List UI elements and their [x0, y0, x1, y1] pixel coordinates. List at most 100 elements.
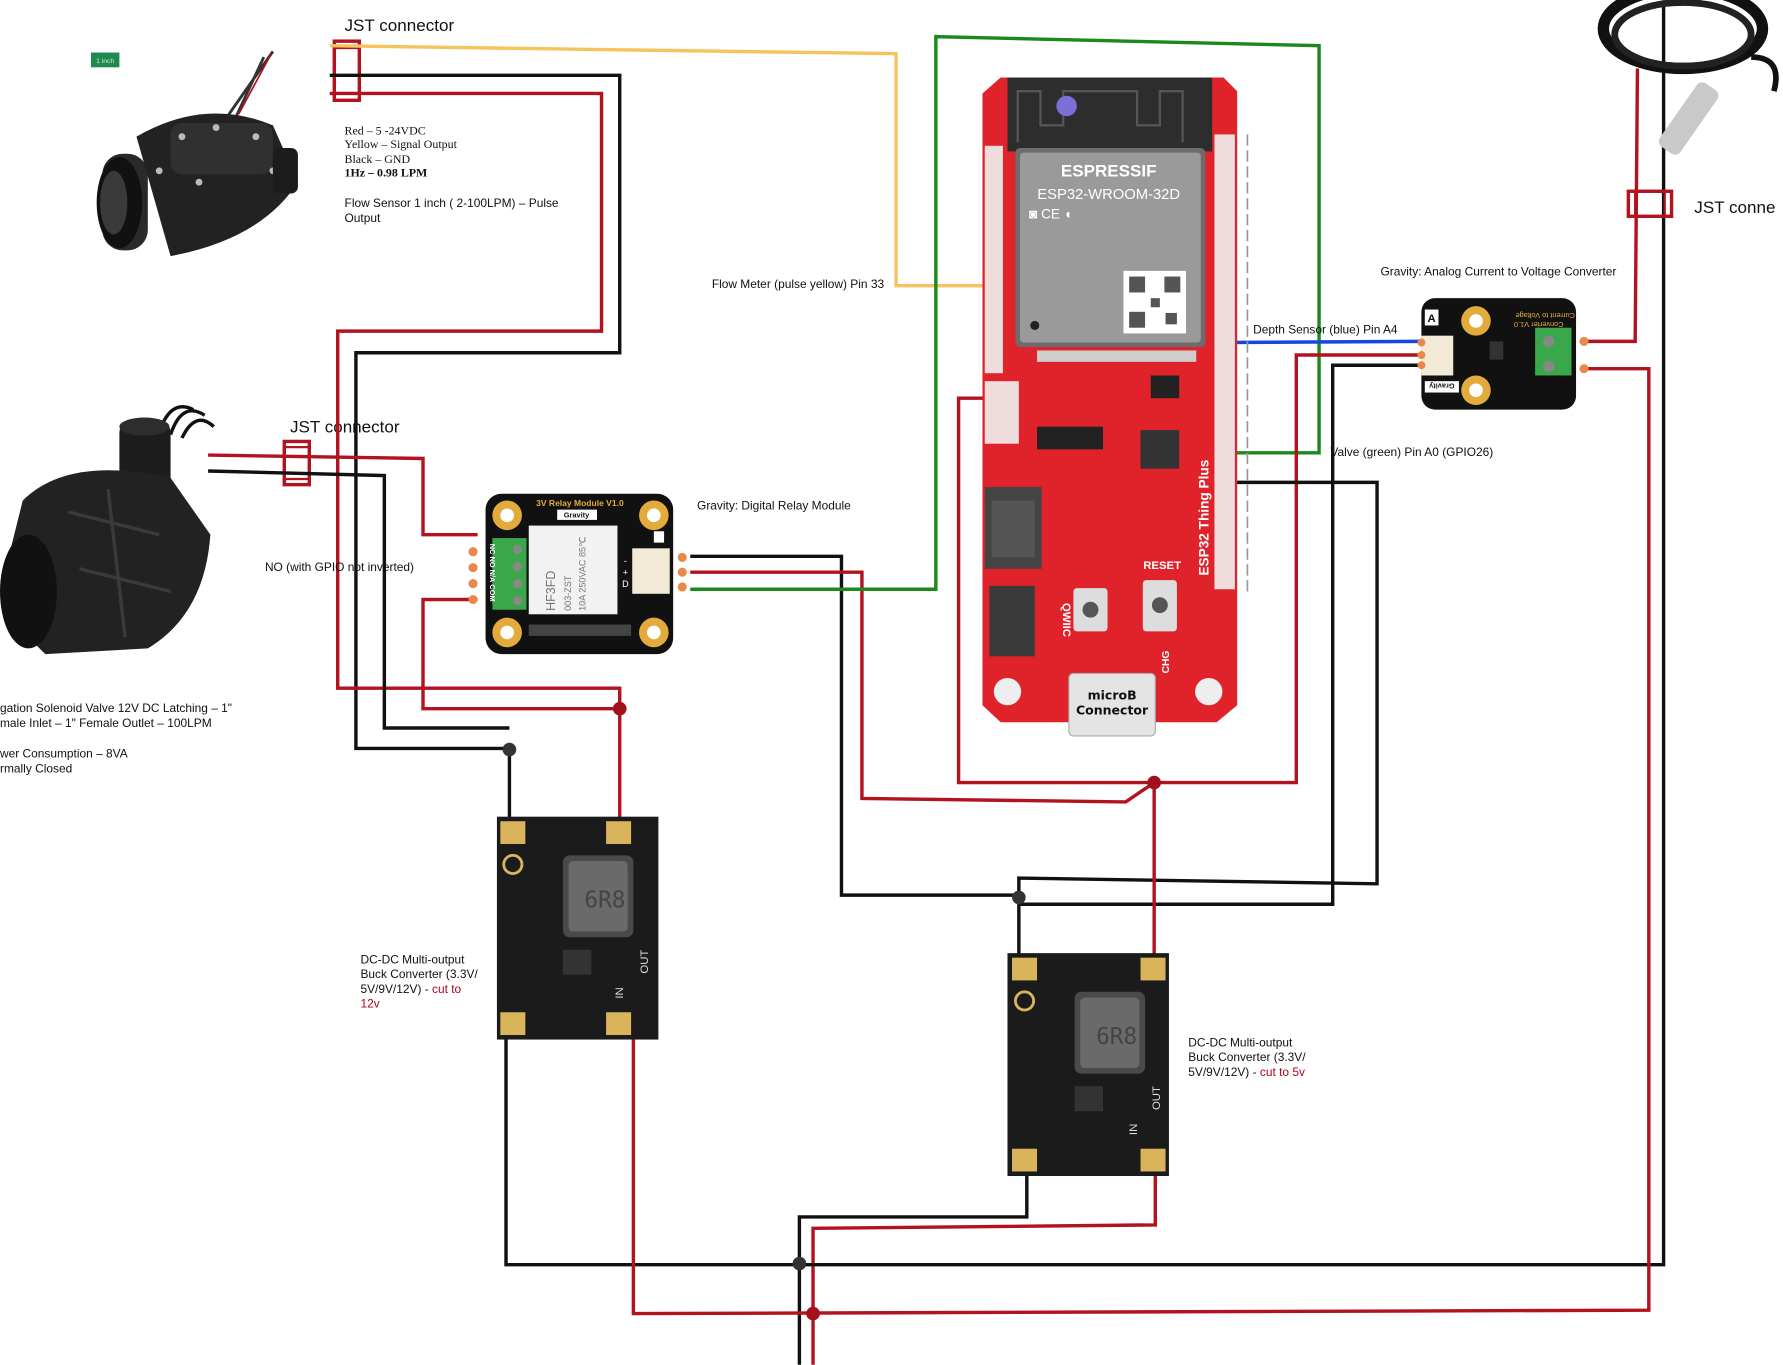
esp32-board: ESPRESSIF ESP32-WROOM-32D ◙ CE ◖ QWIIC — [982, 77, 1249, 737]
esp-board-name: ESP32 Thing Plus — [1197, 459, 1212, 575]
wire-buck5-gnd-bottom — [797, 1171, 1029, 1365]
junction-dot — [1012, 890, 1026, 905]
converter-brand: Gravity — [1428, 381, 1454, 390]
flow-pinout-yellow: Yellow – Signal Output — [345, 137, 458, 151]
relay-pin-1 — [677, 552, 687, 562]
usb-label-1: microB — [1088, 688, 1137, 703]
wire-relay-com — [421, 597, 620, 711]
converter-caption: Gravity: Analog Current to Voltage Conve… — [1380, 264, 1616, 278]
buck-converter-5v: 6R8 IN OUT — [1007, 953, 1169, 1177]
relay-board-brand: Gravity — [564, 511, 590, 520]
flow-rate: 1Hz – 0.98 LPM — [345, 165, 428, 179]
relay-board-title: 3V Relay Module V1.0 — [536, 498, 624, 508]
junction-dot — [612, 701, 627, 716]
relay-pin-3 — [677, 582, 687, 592]
esp-brand: ESPRESSIF — [1061, 161, 1157, 180]
esp-cert-marks: ◙ CE ◖ — [1029, 207, 1072, 222]
one-inch-badge-text: 1 inch — [96, 58, 114, 65]
converter-pin-a — [1417, 338, 1426, 347]
usb-label-2: Connector — [1076, 702, 1149, 717]
junction-dot — [792, 1256, 807, 1271]
flow-pinout-red: Red – 5 -24VDC — [345, 123, 426, 137]
wire-flow-vcc — [329, 91, 622, 709]
buck-converter-12v: 6R8 IN OUT — [496, 816, 659, 1040]
junction-dot — [806, 1306, 820, 1321]
relay-pin-label-plus: + — [623, 568, 628, 578]
wire-depth-signal — [1224, 339, 1422, 345]
junction-dot — [502, 742, 517, 757]
wire-esp-vusb — [956, 353, 1422, 785]
wire-flow-gnd — [329, 73, 622, 751]
solenoid-jst-label: JST connector — [290, 417, 400, 436]
solenoid-desc-2: male Inlet – 1" Female Outlet – 100LPM — [0, 716, 212, 730]
wire-converter-gnd — [1018, 363, 1422, 906]
wire-buck12-gnd-bottom — [504, 0, 1666, 1267]
buck5-cut-note: cut to 5v — [1260, 1065, 1305, 1079]
buck12-inductor: 6R8 — [584, 888, 625, 914]
junctions — [502, 701, 1161, 1321]
depth-jst-connector — [1626, 189, 1674, 218]
converter-pin-plus — [1417, 351, 1426, 359]
esp-left-pins — [984, 145, 1003, 374]
usb-connector[interactable] — [1068, 672, 1156, 737]
wire-buck12-vcc-bottom — [631, 366, 1651, 1316]
relay-module: 3V Relay Module V1.0 Gravity HF3FD 003-Z… — [468, 493, 687, 655]
buck5-out: OUT — [1151, 1086, 1163, 1110]
buck12-in: IN — [614, 987, 626, 998]
depth-pin-label: Depth Sensor (blue) Pin A4 — [1253, 322, 1398, 336]
relay-part: HF3FD — [544, 571, 558, 611]
buck12-cut-note: cut to — [432, 982, 462, 996]
relay-terminal-labels: NC NO N/A COM — [488, 544, 497, 602]
buck12-caption: DC-DC Multi-output Buck Converter (3.3V/… — [360, 952, 481, 1010]
wire-valve-signal — [690, 34, 1321, 591]
depth-sensor-image — [1597, 0, 1779, 155]
wire-esp-gnd — [1017, 480, 1379, 965]
current-voltage-converter: A Current to Voltage Converter V1.0 Grav… — [1417, 298, 1589, 410]
wire-solenoid-red — [208, 453, 478, 537]
relay-pin-label-minus: - — [624, 556, 627, 566]
depth-sensor: JST conne — [1597, 0, 1779, 218]
flow-sensor-image — [96, 50, 298, 257]
wires — [208, 0, 1666, 1365]
flow-jst-label: JST connector — [345, 16, 455, 35]
solenoid-desc-4: rmally Closed — [0, 761, 72, 775]
esp-chg-label: CHG — [1161, 651, 1172, 674]
wire-solenoid-black — [208, 469, 510, 730]
buck5-caption: DC-DC Multi-output Buck Converter (3.3V/… — [1188, 1035, 1309, 1079]
wire-relay-gnd — [690, 554, 1019, 897]
flow-pin-label: Flow Meter (pulse yellow) Pin 33 — [712, 277, 885, 291]
relay-pin-label-d: D — [622, 579, 629, 589]
wire-depth-sensor-red — [1584, 68, 1640, 344]
relay-caption: Gravity: Digital Relay Module — [697, 499, 851, 513]
solenoid-desc-1: gation Solenoid Valve 12V DC Latching – … — [0, 701, 232, 715]
flow-desc-1: Flow Sensor 1 inch ( 2-100LPM) – Pulse — [345, 196, 559, 210]
buck12-out: OUT — [639, 950, 651, 974]
buck5-in: IN — [1128, 1124, 1140, 1135]
flow-desc-2: Output — [345, 211, 381, 225]
valve-pin-label: Valve (green) Pin A0 (GPIO26) — [1330, 445, 1493, 459]
solenoid-image — [0, 405, 215, 655]
wire-flow-signal — [329, 44, 988, 288]
flow-pinout-black: Black – GND — [345, 152, 411, 166]
wire-buck5-vcc-bottom — [811, 1171, 1158, 1365]
converter-letter: A — [1428, 313, 1436, 325]
esp-module: ESP32-WROOM-32D — [1037, 187, 1180, 203]
converter-pin-minus — [1417, 361, 1426, 370]
one-inch-badge — [90, 52, 120, 68]
solenoid-valve: JST connector gation Solenoid Valve 12V … — [0, 405, 400, 775]
esp-reset-label: RESET — [1143, 560, 1181, 572]
solenoid-desc-3: wer Consumption – 8VA — [0, 747, 128, 761]
esp-right-pins — [1214, 134, 1249, 592]
relay-pin-2 — [677, 567, 687, 577]
flow-jst-connector — [332, 39, 362, 103]
relay-rating: 10A 250VAC 85℃ — [578, 537, 588, 611]
no-label: NO (with GPIO not inverted) — [265, 560, 414, 574]
esp-qwiic-label: QWIIC — [1060, 603, 1072, 637]
buck5-inductor: 6R8 — [1096, 1024, 1137, 1050]
depth-jst-label: JST conne — [1694, 198, 1775, 217]
converter-title-2: Converter V1.0 — [1514, 320, 1564, 329]
solenoid-jst-connector — [282, 439, 312, 487]
junction-dot — [1147, 775, 1161, 790]
converter-title-1: Current to Voltage — [1515, 311, 1574, 320]
